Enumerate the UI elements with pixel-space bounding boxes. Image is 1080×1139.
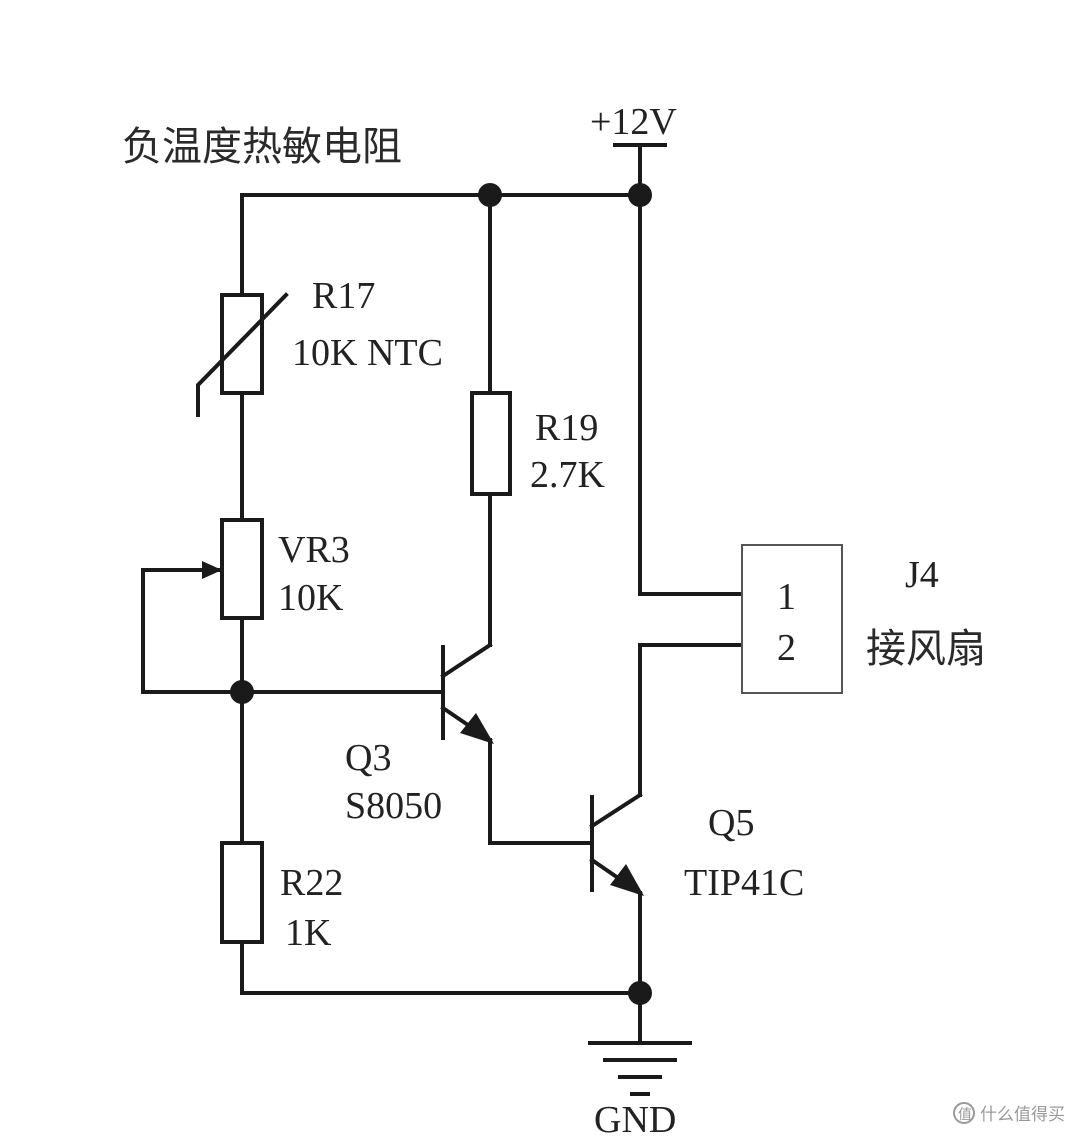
j4-pin1-label: 1: [777, 576, 796, 618]
j4-ref: J4: [905, 554, 939, 596]
q5-collector-leg: [589, 792, 643, 829]
q3-emitter-to-q5-base-wire: [488, 738, 594, 845]
supply-symbol: +12V: [590, 101, 677, 147]
vr3-wiper-loop-wire: [141, 568, 244, 694]
watermark: 值 什么值得买: [953, 1102, 1065, 1125]
transistor-q3: Q3 S8050: [345, 642, 494, 827]
zhide-logo-glyph: 值: [958, 1107, 972, 1123]
q3-emitter-arrow: [460, 713, 494, 744]
ground-label: GND: [594, 1099, 676, 1139]
r19-body: [470, 391, 512, 496]
wires: [141, 143, 744, 1045]
ground-symbol: GND: [588, 1041, 692, 1139]
q3-value: S8050: [345, 785, 442, 827]
transistor-q5: Q5 TIP41C: [589, 792, 804, 904]
q5-emitter-arrow: [610, 864, 644, 896]
vr3-ref: VR3: [278, 529, 350, 571]
j4-pin2-label: 2: [777, 627, 796, 669]
junction-dot: [628, 183, 652, 207]
r19-value: 2.7K: [530, 454, 606, 496]
r22-ref: R22: [280, 862, 343, 904]
q5-ref: Q5: [708, 802, 754, 844]
r17-value: 10K NTC: [292, 332, 443, 374]
zhide-logo-icon: [953, 1102, 975, 1124]
junction-dot: [478, 183, 502, 207]
resistor-r19: R19 2.7K: [470, 391, 606, 496]
r17-ref: R17: [312, 275, 375, 317]
q5-value: TIP41C: [684, 862, 804, 904]
junction-dot: [628, 981, 652, 1005]
watermark-text: 什么值得买: [980, 1105, 1065, 1125]
r17-body: [220, 293, 264, 395]
vr3-wiper-arrow: [202, 561, 222, 579]
j4-body: [741, 544, 843, 694]
ntc-slash: [196, 292, 289, 417]
q3-ref: Q3: [345, 737, 391, 779]
r22-body: [220, 841, 264, 944]
junction-dot: [230, 680, 254, 704]
connector-j4: 1 2 J4 接风扇: [741, 544, 986, 694]
r22-value: 1K: [285, 912, 332, 954]
resistor-r22: R22 1K: [220, 841, 343, 954]
supply-label: +12V: [590, 101, 677, 143]
r19-ref: R19: [535, 407, 598, 449]
junctions: [230, 183, 652, 1005]
thermistor-r17: R17 10K NTC: [196, 275, 443, 417]
j4-desc: 接风扇: [866, 626, 986, 672]
q3-collector-leg: [440, 642, 493, 679]
vr3-body: [220, 518, 264, 620]
potentiometer-vr3: VR3 10K: [202, 518, 350, 620]
vr3-value: 10K: [278, 577, 344, 619]
diagram-title: 负温度热敏电阻: [122, 124, 402, 170]
